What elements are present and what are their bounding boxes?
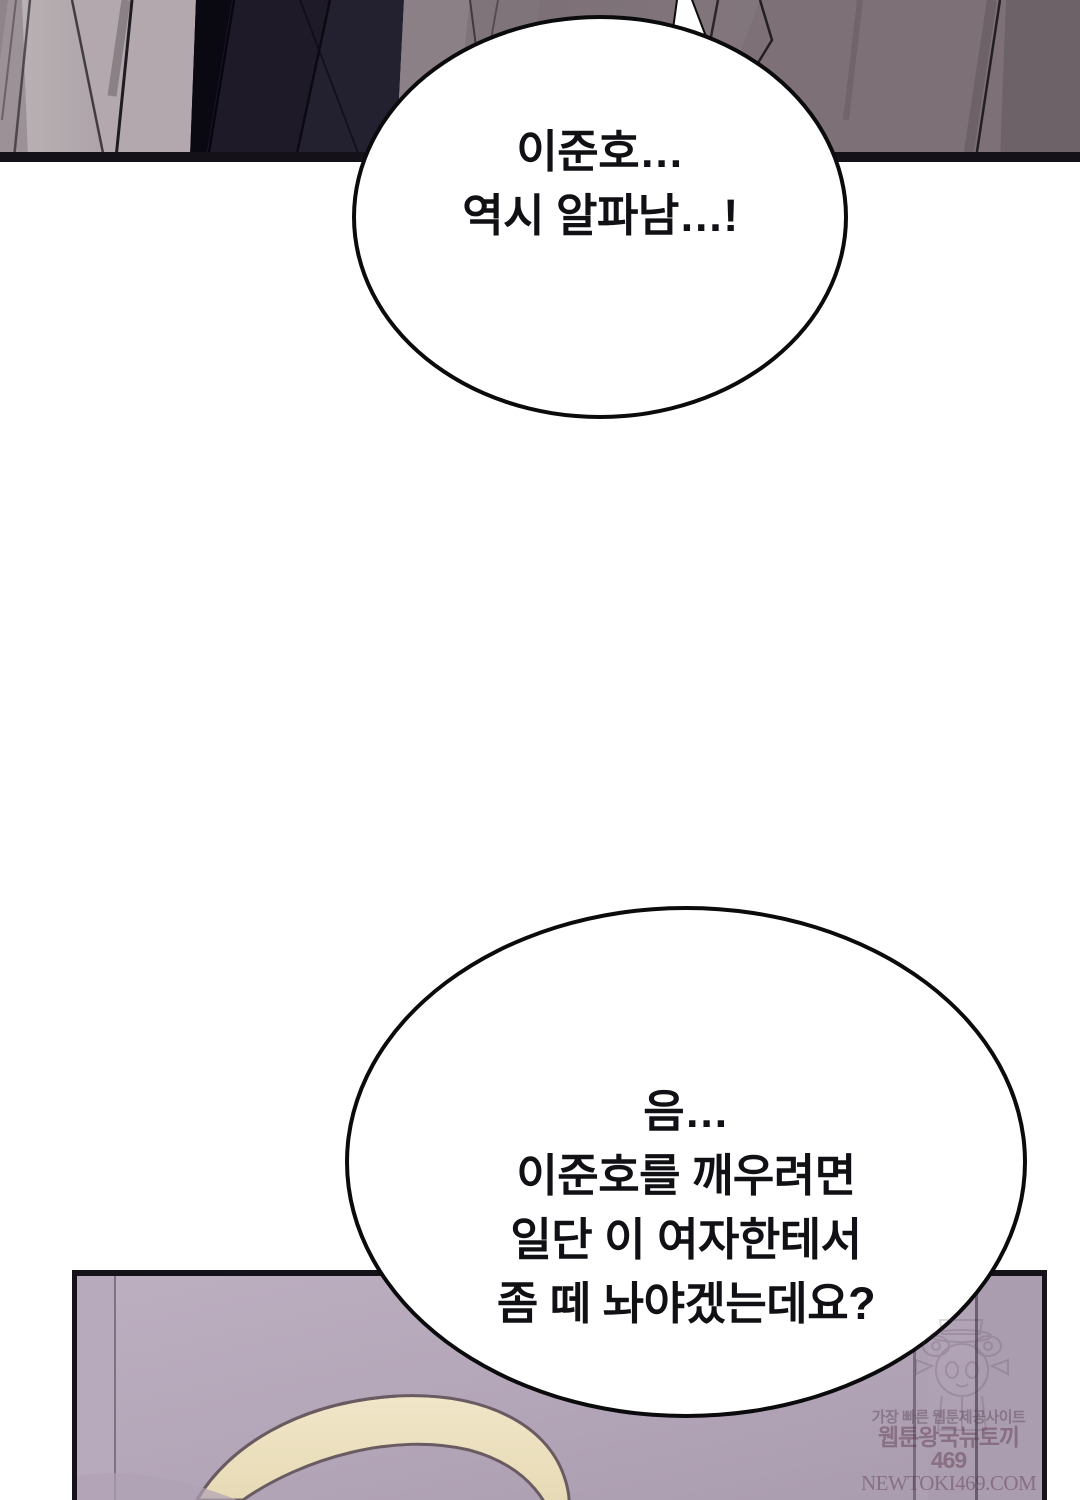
speech-bubble-top: 이준호… 역시 알파남…! xyxy=(352,15,848,419)
speech-bubble-bottom-text: 음… 이준호를 깨우려면 일단 이 여자한테서 좀 떼 놔야겠는데요? xyxy=(496,1086,876,1329)
speech-bubble-bottom: 음… 이준호를 깨우려면 일단 이 여자한테서 좀 떼 놔야겠는데요? xyxy=(345,906,1027,1418)
speech-bubble-top-text: 이준호… 역시 알파남…! xyxy=(462,126,738,241)
